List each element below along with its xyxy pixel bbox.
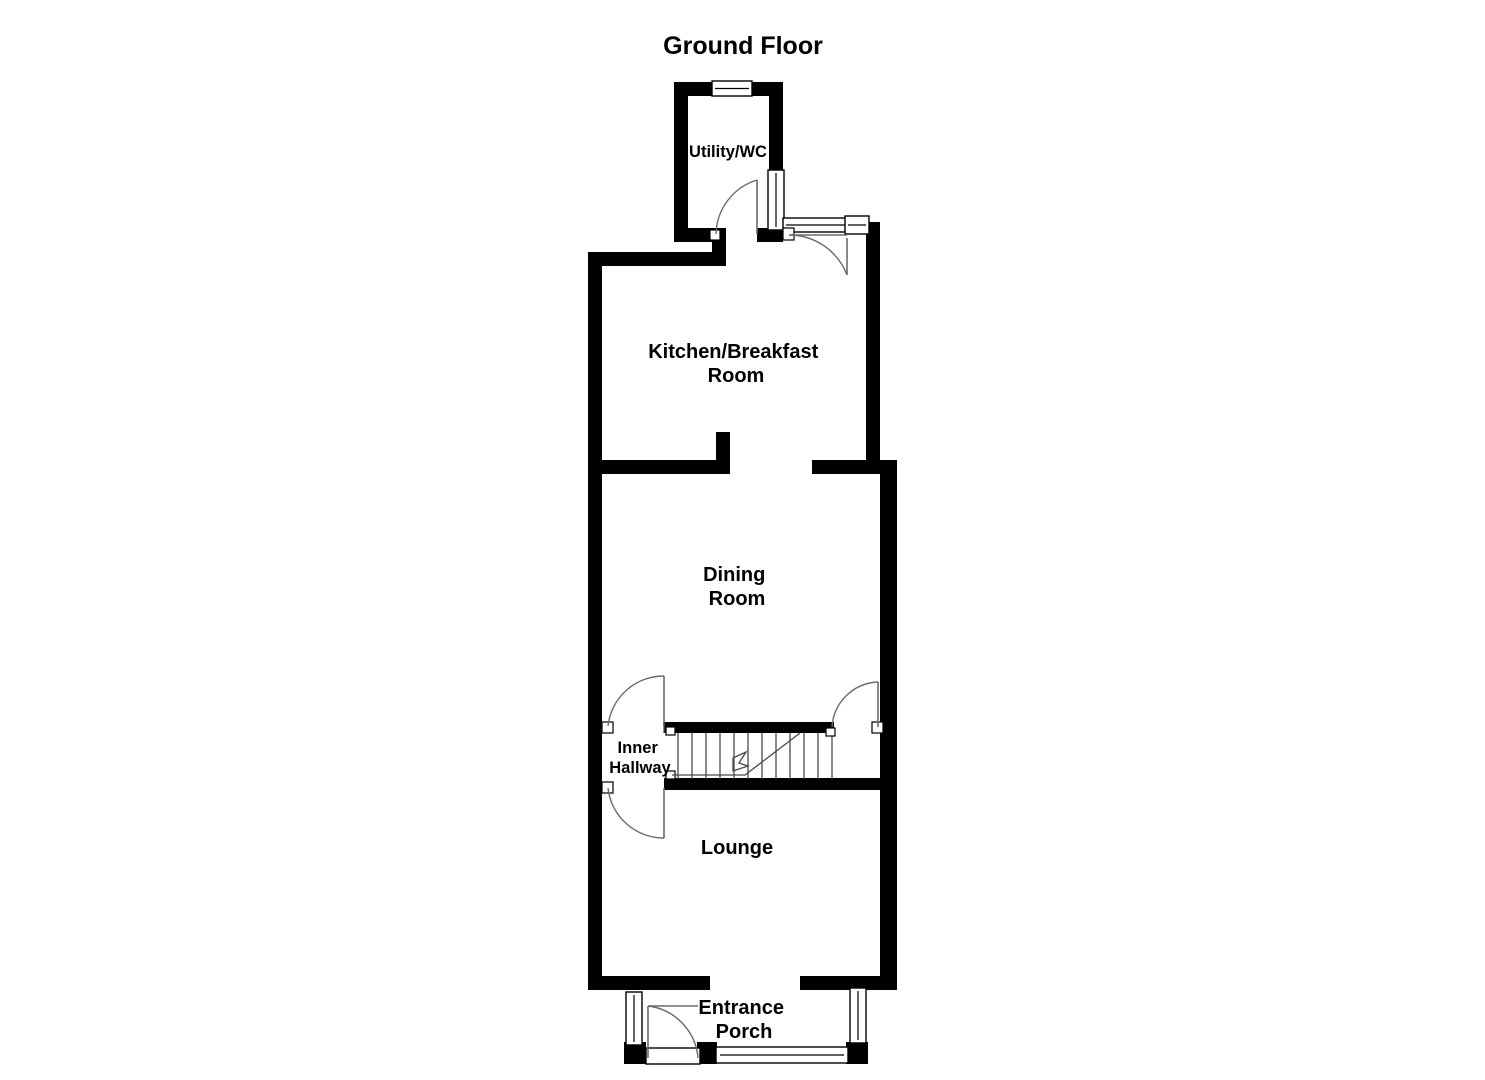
door-group: [601, 179, 884, 1065]
room-label-hallway-line1: Inner: [618, 739, 659, 757]
porch-front-window: [715, 1046, 849, 1064]
hallway-to-dining-door: [601, 675, 665, 734]
room-label-utility-wc: Utility/WC: [689, 143, 767, 161]
wall-kitchen-bottom-left: [588, 460, 730, 474]
utility-top-window: [711, 80, 753, 97]
room-label-porch-line1: Entrance: [698, 997, 784, 1019]
page-title: Ground Floor: [663, 32, 823, 60]
utility-right-window: [767, 169, 785, 231]
dining-side-door: [831, 681, 884, 734]
wall-kitchen-bottom-right: [812, 460, 880, 474]
wall-lounge-bottom-right: [800, 976, 897, 990]
wall-kitchen-bottom-stub: [716, 432, 730, 474]
porch-post-mid: [697, 1042, 717, 1064]
room-label-inner-hallway: Inner Hallway: [609, 739, 671, 777]
porch-post-left: [624, 1042, 646, 1064]
room-label-porch-line2: Porch: [716, 1021, 773, 1043]
wall-east-outer: [880, 460, 897, 988]
room-label-kitchen-line1: Kitchen/Breakfast: [648, 341, 818, 363]
porch-right-window: [849, 987, 867, 1044]
wall-utility-left: [674, 82, 688, 242]
wall-west-outer: [588, 460, 602, 988]
room-label-entrance-porch: Entrance Porch: [698, 997, 789, 1043]
room-label-kitchen-breakfast-room: Kitchen/Breakfast Room: [648, 341, 824, 387]
wall-stair-top: [664, 722, 834, 733]
hallway-to-lounge-door: [601, 781, 665, 839]
wall-stair-bottom: [664, 778, 890, 790]
utility-door: [709, 179, 758, 241]
wall-lounge-bottom-left: [588, 976, 710, 990]
window-group: [625, 80, 870, 1064]
wall-utility-bottom-right: [757, 228, 783, 242]
room-label-dining-line1: Dining: [703, 564, 765, 586]
main-staircase: [663, 722, 836, 780]
room-label-dining-room: Dining Room: [703, 564, 771, 610]
porch-front-door: [645, 1005, 701, 1065]
wall-utility-right-upper: [769, 82, 783, 172]
kitchen-rear-window: [844, 215, 870, 235]
room-label-group: Utility/WC Kitchen/Breakfast Room Dining…: [609, 143, 824, 1043]
porch-post-right: [846, 1042, 868, 1064]
room-label-lounge: Lounge: [701, 837, 773, 859]
room-label-kitchen-line2: Room: [708, 365, 765, 387]
kitchen-side-window: [782, 217, 851, 233]
wall-kitchen-top-left: [588, 252, 726, 266]
wall-kitchen-left: [588, 252, 602, 474]
room-label-hallway-line2: Hallway: [609, 759, 671, 777]
kitchen-external-door: [782, 227, 848, 276]
wall-utility-top-left: [674, 82, 716, 96]
wall-kitchen-right: [866, 222, 880, 474]
room-label-dining-line2: Room: [709, 588, 766, 610]
porch-left-window: [625, 991, 643, 1046]
wall-group: [588, 82, 897, 1064]
